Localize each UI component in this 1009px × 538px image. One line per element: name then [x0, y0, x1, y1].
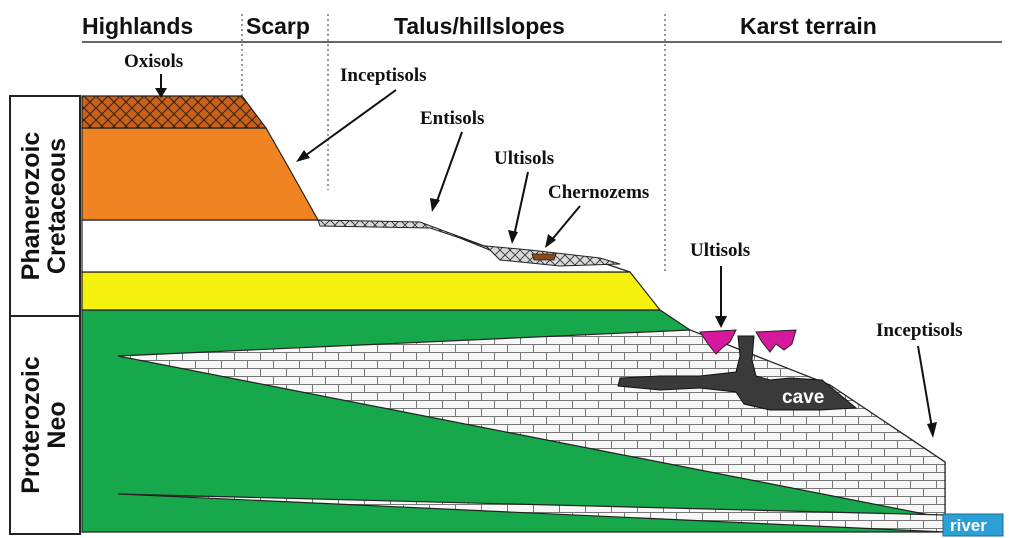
soil-label-chernozems: Chernozems [548, 182, 649, 203]
yellow-layer [82, 272, 660, 310]
era-label-cretaceous: Cretaceous [43, 138, 71, 274]
zone-label-highlands: Highlands [82, 13, 193, 39]
orange-highland-layer [82, 128, 318, 220]
river-label: river [950, 516, 987, 535]
karst-ultisol-pocket-right [756, 330, 796, 352]
oxisol-cap [82, 96, 266, 128]
cave-label: cave [782, 387, 824, 408]
zone-label-karst: Karst terrain [740, 13, 877, 39]
era-label-neo: Neo [43, 401, 71, 448]
soil-label-oxisols: Oxisols [124, 51, 183, 72]
soil-label-ultisols-upper: Ultisols [494, 148, 554, 169]
arrow-chernozems [545, 206, 580, 248]
zone-label-talus: Talus/hillslopes [394, 13, 565, 39]
arrow-ultisols-upper [508, 172, 528, 244]
arrow-inceptisols-upper [296, 90, 396, 162]
soil-label-ultisols-karst: Ultisols [690, 240, 750, 261]
arrow-inceptisols-lower [918, 346, 937, 438]
era-label-phanerozoic: Phanerozoic [17, 132, 45, 281]
soil-label-inceptisols-lower: Inceptisols [876, 320, 963, 341]
era-label-proterozoic: Proterozoic [17, 356, 45, 494]
chernozem-lens [532, 254, 556, 260]
arrow-oxisols [155, 74, 167, 98]
soil-label-inceptisols-upper: Inceptisols [340, 65, 427, 86]
arrow-entisols [430, 132, 462, 212]
zone-label-scarp: Scarp [246, 13, 310, 39]
arrow-ultisols-karst [715, 266, 727, 328]
soil-label-entisols: Entisols [420, 108, 484, 129]
